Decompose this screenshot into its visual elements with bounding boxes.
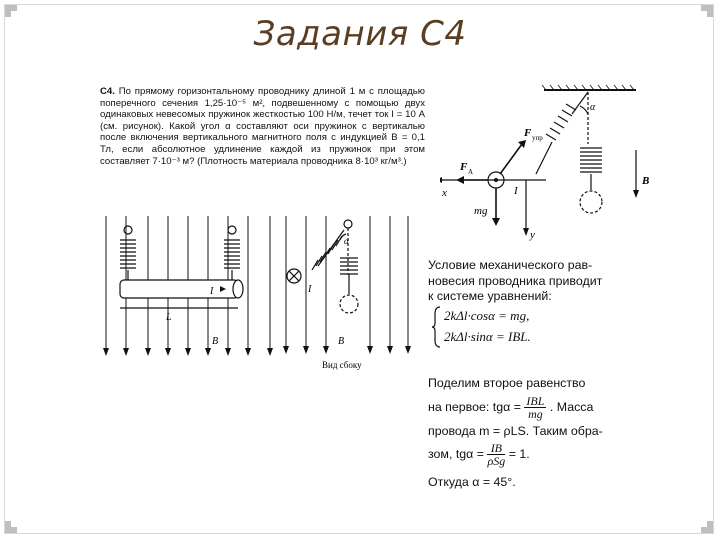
solution-text: . Масса	[549, 399, 594, 414]
fraction-numerator: IB	[487, 442, 506, 455]
equation-brace	[432, 306, 441, 348]
caption-side-view: Вид сбоку	[322, 360, 362, 370]
problem-text: По прямому горизонтальному проводнику дл…	[100, 86, 425, 167]
label-ampere-force-sub: A	[468, 168, 473, 176]
label-spring-force-sub: упр	[532, 134, 543, 142]
corner-ornament	[5, 5, 17, 17]
solution-line: Поделим второе равенство	[428, 376, 586, 390]
problem-id: С4.	[100, 86, 115, 97]
label-current: I	[209, 286, 214, 297]
figure-front-view: I L B	[103, 216, 273, 356]
fraction-denominator: mg	[528, 406, 543, 421]
equation-2: 2kΔl·sinα = IBL.	[444, 329, 531, 344]
solution-line: новесия проводника приводит	[428, 273, 603, 288]
solution-line: к системе уравнений:	[428, 289, 552, 303]
solution-line: на первое: tgα = IBL mg . Масса	[428, 395, 678, 420]
label-current: I	[513, 185, 519, 197]
solution-division: Поделим второе равенство на первое: tgα …	[428, 376, 678, 491]
fraction-result: IB ρSg	[487, 442, 506, 468]
label-spring-force: F	[523, 127, 532, 139]
slide-frame	[4, 4, 714, 534]
figure-force-diagram: F упр F A α I B mg x y	[440, 84, 649, 241]
solution-text: зом, tgα =	[428, 446, 485, 461]
problem-statement: С4. По прямому горизонтальному проводник…	[100, 86, 425, 167]
slide-title: Задания С4	[253, 14, 467, 54]
fraction-denominator: ρSg	[487, 454, 506, 468]
figure-side-view: α I B Вид сбоку	[283, 216, 411, 370]
label-current: I	[307, 284, 312, 295]
label-length: L	[165, 312, 172, 323]
solution-line: зом, tgα = IB ρSg = 1.	[428, 442, 678, 467]
corner-ornament	[5, 521, 17, 533]
fraction-tg: IBL mg	[524, 393, 547, 421]
label-ampere-force: F	[459, 161, 468, 173]
fraction-numerator: IBL	[524, 393, 547, 408]
label-alpha: α	[344, 236, 349, 246]
axis-y-label: y	[529, 229, 535, 241]
solution-text: = 1.	[508, 446, 530, 461]
equation-1: 2kΔl·cosα = mg,	[444, 308, 530, 323]
label-gravity: mg	[474, 205, 488, 217]
label-field: B	[212, 336, 218, 347]
corner-ornament	[701, 5, 713, 17]
corner-ornament	[701, 521, 713, 533]
label-field: B	[338, 336, 344, 347]
axis-x-label: x	[441, 187, 447, 199]
label-field: B	[641, 175, 649, 187]
solution-line: провода m = ρLS. Таким обра-	[428, 423, 603, 438]
solution-result: Откуда α = 45°.	[428, 475, 516, 489]
solution-block: Условие механического рав- новесия прово…	[428, 258, 678, 305]
solution-text: на первое: tgα =	[428, 399, 521, 414]
label-alpha: α	[590, 102, 596, 113]
solution-line: Условие механического рав-	[428, 258, 593, 272]
